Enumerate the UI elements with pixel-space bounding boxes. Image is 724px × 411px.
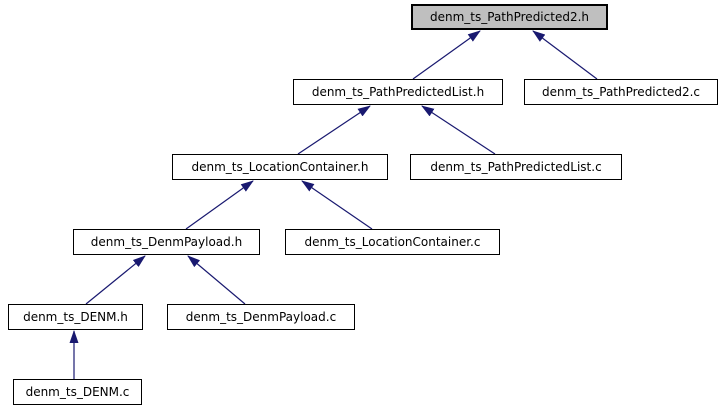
graph-node-current[interactable]: denm_ts_PathPredicted2.h xyxy=(411,4,608,30)
graph-node[interactable]: denm_ts_DenmPayload.h xyxy=(73,229,260,255)
graph-node[interactable]: denm_ts_DENM.c xyxy=(13,379,142,405)
dependency-edge xyxy=(301,180,373,230)
graph-node[interactable]: denm_ts_LocationContainer.c xyxy=(285,229,500,255)
dependency-edge xyxy=(187,255,246,305)
graph-node[interactable]: denm_ts_PathPredictedList.c xyxy=(410,154,622,180)
dependency-edge xyxy=(532,30,598,80)
graph-node[interactable]: denm_ts_LocationContainer.h xyxy=(172,154,388,180)
graph-node[interactable]: denm_ts_DENM.h xyxy=(8,304,143,330)
dependency-edge xyxy=(412,30,481,80)
dependency-edge xyxy=(85,255,146,305)
dependency-edge xyxy=(297,105,371,155)
graph-node[interactable]: denm_ts_PathPredictedList.h xyxy=(293,79,503,105)
graph-node[interactable]: denm_ts_PathPredicted2.c xyxy=(524,79,718,105)
dependency-edge xyxy=(185,180,254,230)
dependency-edge xyxy=(421,105,496,155)
graph-node[interactable]: denm_ts_DenmPayload.c xyxy=(167,304,355,330)
